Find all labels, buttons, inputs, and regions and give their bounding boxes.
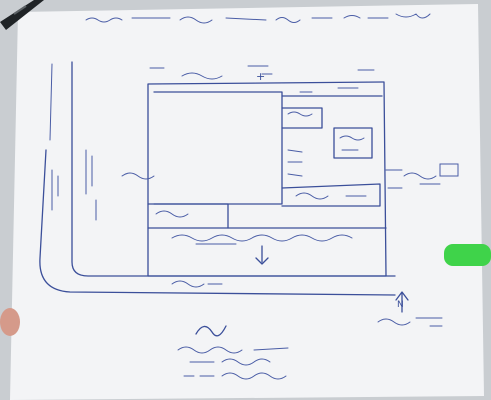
room-bottom-left-walls <box>147 203 229 229</box>
finger <box>0 308 20 336</box>
bottom-right-label-scribble <box>377 317 443 327</box>
left-plot-label-scribble <box>121 172 155 180</box>
road-edge-left <box>39 149 396 296</box>
plot-outline <box>147 81 387 277</box>
road-outline <box>71 61 396 277</box>
title-scribble <box>85 13 431 24</box>
north-arrow-icon <box>395 291 409 313</box>
room-right-small-walls <box>333 127 373 159</box>
room-right-scribbles <box>287 87 367 200</box>
signature-line-2 <box>189 358 271 366</box>
highlighter-cap <box>444 244 491 266</box>
road-direction-arrow <box>255 245 269 265</box>
pen-icon <box>0 0 44 30</box>
paper <box>10 4 484 400</box>
north-arrow-label: N <box>397 300 404 310</box>
top-label-scribbles <box>149 65 375 80</box>
corridor-walls <box>281 183 381 207</box>
signature-line-1 <box>177 346 289 354</box>
front-strip-label-scribble <box>171 234 353 245</box>
road-edge-inner-left <box>49 63 53 141</box>
bottom-road-label-scribble <box>171 280 223 288</box>
signature-scribble <box>195 325 227 337</box>
east-annotation <box>385 163 459 189</box>
left-road-label-scribble <box>51 149 97 221</box>
signature-line-3 <box>183 372 287 380</box>
room-bottom-left-scribble <box>155 210 189 218</box>
north-marker: + <box>256 70 265 83</box>
room-right-top-walls <box>281 95 383 129</box>
